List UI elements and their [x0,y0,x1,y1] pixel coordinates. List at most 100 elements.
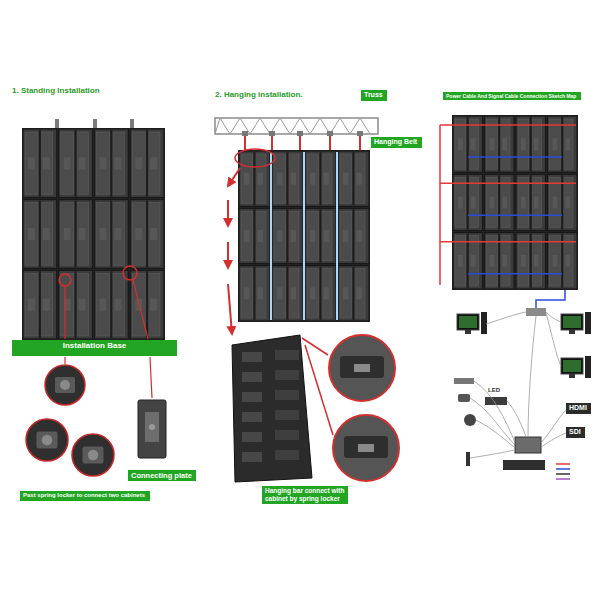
cabinet-latch [242,352,262,362]
pointer-arrow [228,284,232,334]
monitor-display [459,316,477,328]
module-plate [553,138,558,150]
photo-bolt [42,435,53,446]
note-box: Hanging Belt [371,137,422,148]
pc-tower [481,312,487,334]
module-plate [553,197,558,209]
module [468,119,479,169]
node-text: Hanging bar connect with cabinet by spri… [265,487,345,503]
module-plate [502,197,507,209]
cabinet [305,266,336,321]
module-plate [244,230,250,242]
detail-circle [333,415,399,481]
cabling-wall [452,115,578,290]
top-post [130,119,134,129]
module-plate [43,157,50,169]
module [562,177,573,227]
detail-circle [329,335,395,401]
cabinet [338,266,369,321]
pc-tower [585,356,591,378]
node-text: Installation Base [15,341,174,351]
module-plate [521,138,526,150]
monitor-display [563,316,581,328]
module [241,154,253,203]
module [487,236,498,286]
module-plate [79,299,86,311]
module-plate [258,230,264,242]
cabinet [23,270,57,339]
cabinet-panel [275,350,299,360]
module [25,273,38,336]
device-wire [470,450,515,458]
module-plate [490,197,495,209]
module [40,203,53,266]
module-plate [277,230,283,242]
module [76,132,89,195]
cabinet [59,129,93,198]
note-box: Past spring locker to connect two cabine… [20,491,150,501]
monitor-screen [561,314,583,330]
module [550,177,561,227]
module-plate [79,157,86,169]
module [531,177,542,227]
cabinet-bar [75,201,77,268]
module [340,269,352,318]
module [487,177,498,227]
hanging-belt [299,134,301,150]
pc-monitor [457,312,487,334]
device-wire [474,381,515,442]
module-plate [258,173,264,185]
pointer-arrow [228,168,240,186]
legend-line [556,473,570,475]
module [531,236,542,286]
clamp [357,131,363,136]
module [61,132,74,195]
cabinet-bar [353,209,355,262]
module [499,236,510,286]
module-plate [534,138,539,150]
cabinet-bar [287,209,289,262]
device-wire [546,313,561,366]
hanging-belt [244,134,246,150]
module [76,203,89,266]
callout-ring [59,274,71,286]
module-plate [310,173,316,185]
module-plate [114,157,121,169]
module-plate [114,228,121,240]
cabinet [305,151,336,206]
video-processor [515,437,541,453]
module-plate [150,228,157,240]
cabinet [239,266,270,321]
clamp [297,131,303,136]
module [288,154,300,203]
cabinet-panel [275,390,299,400]
device-wire [507,401,526,437]
module-plate [458,197,463,209]
module [354,154,366,203]
module [97,273,110,336]
device-wire [470,398,515,445]
module-plate [291,173,297,185]
plate-part [145,412,159,442]
cabinet-panel [275,370,299,380]
module [76,273,89,336]
hanging-belt [359,134,361,150]
module [354,211,366,260]
cabinet-bar [39,130,41,197]
cabinet [23,129,57,198]
hanging-bar [270,152,272,320]
monitor-screen [457,314,479,330]
module-plate [324,230,330,242]
note-box: Hanging bar connect with cabinet by spri… [262,486,348,504]
module [147,273,160,336]
photo-part [83,447,104,464]
module [255,211,267,260]
cabinet-bar [254,152,256,205]
module-plate [357,287,363,299]
module [340,211,352,260]
monitor-screen [561,358,583,374]
base-bar: Installation Base [12,340,177,356]
module [455,119,466,169]
monitor-stand [569,330,575,334]
